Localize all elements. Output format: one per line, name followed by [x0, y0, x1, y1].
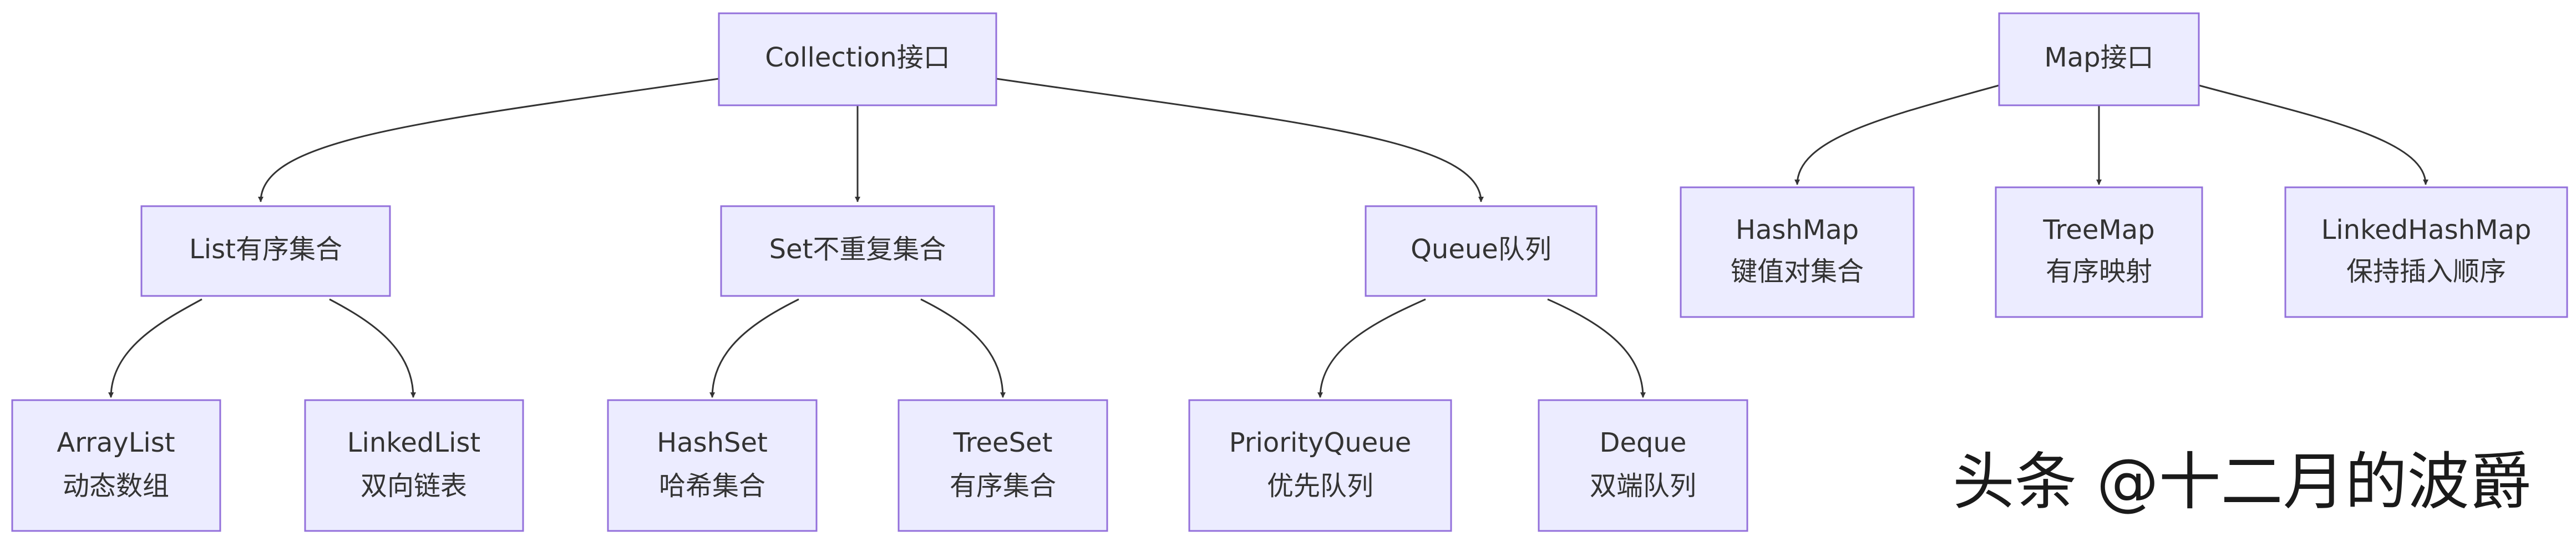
node-map-interface: Map接口 [1998, 12, 2200, 106]
node-title: List有序集合 [189, 234, 342, 265]
node-subtitle: 有序映射 [2046, 256, 2152, 287]
edge-set-to-treeset [920, 298, 1006, 398]
node-title: LinkedList [347, 427, 481, 458]
edge-collection-to-queue [996, 78, 1484, 202]
node-treemap: TreeMap 有序映射 [1995, 186, 2203, 318]
node-title: LinkedHashMap [2321, 214, 2532, 246]
node-linkedlist: LinkedList 双向链表 [304, 399, 524, 532]
edge-map-to-linkedhashmap [2198, 84, 2428, 185]
edges [108, 78, 2428, 398]
edge-map-to-hashmap [1794, 84, 2000, 185]
node-subtitle: 双端队列 [1590, 471, 1696, 502]
edge-list-to-linkedlist [329, 298, 416, 398]
node-title: TreeMap [2042, 214, 2154, 246]
node-queue: Queue队列 [1365, 205, 1598, 297]
node-deque: Deque 双端队列 [1538, 399, 1748, 532]
node-title: HashMap [1736, 214, 1859, 246]
edge-queue-to-priorityqueue [1317, 298, 1426, 398]
node-title: Deque [1600, 427, 1687, 458]
node-title: PriorityQueue [1229, 427, 1412, 458]
node-subtitle: 优先队列 [1267, 471, 1373, 502]
node-title: Queue队列 [1411, 234, 1551, 265]
node-priorityqueue: PriorityQueue 优先队列 [1188, 399, 1452, 532]
edge-set-to-hashset [709, 298, 799, 398]
edge-queue-to-deque [1547, 298, 1646, 398]
node-title: TreeSet [953, 427, 1053, 458]
node-subtitle: 键值对集合 [1731, 256, 1864, 287]
node-collection-interface: Collection接口 [718, 12, 997, 106]
node-title: HashSet [657, 427, 768, 458]
node-linkedhashmap: LinkedHashMap 保持插入顺序 [2284, 186, 2568, 318]
node-subtitle: 保持插入顺序 [2346, 256, 2506, 287]
node-subtitle: 动态数组 [63, 471, 169, 502]
node-hashmap: HashMap 键值对集合 [1680, 186, 1915, 318]
edge-collection-to-list [258, 78, 719, 202]
node-arraylist: ArrayList 动态数组 [11, 399, 221, 532]
node-subtitle: 双向链表 [361, 471, 467, 502]
node-hashset: HashSet 哈希集合 [607, 399, 818, 532]
edge-list-to-arraylist [108, 298, 202, 398]
node-set: Set不重复集合 [720, 205, 995, 297]
watermark-text: 头条 @十二月的波爵 [1953, 446, 2532, 518]
node-subtitle: 有序集合 [950, 471, 1056, 502]
node-treeset: TreeSet 有序集合 [897, 399, 1108, 532]
node-list: List有序集合 [140, 205, 391, 297]
node-title: Set不重复集合 [769, 234, 946, 265]
node-title: ArrayList [57, 427, 175, 458]
node-subtitle: 哈希集合 [659, 471, 765, 502]
node-title: Collection接口 [765, 42, 950, 73]
node-title: Map接口 [2044, 42, 2153, 73]
